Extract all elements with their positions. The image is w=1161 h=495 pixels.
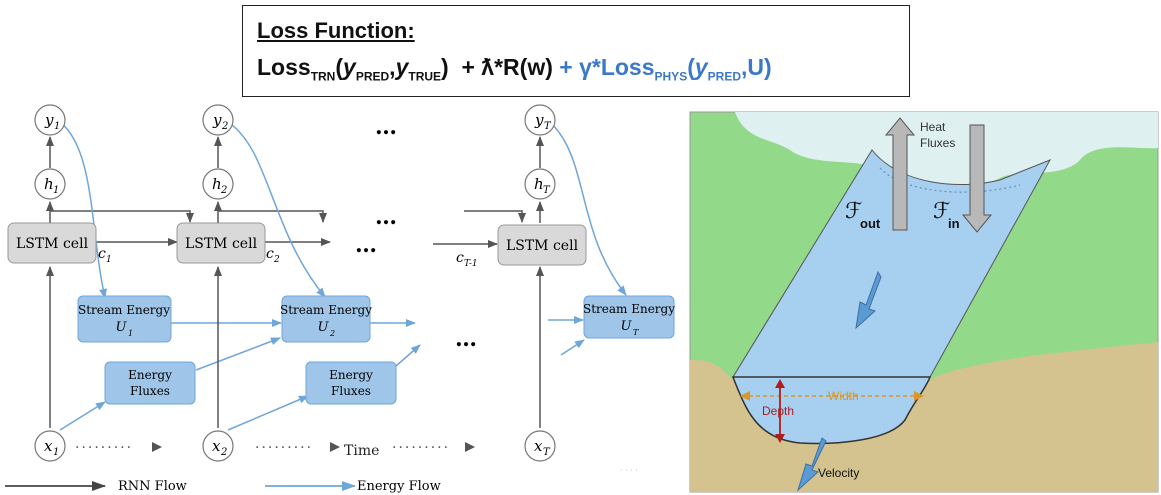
svg-text:LSTM cell: LSTM cell xyxy=(16,236,89,252)
svg-text:Fluxes: Fluxes xyxy=(130,384,170,398)
ellipsis: … xyxy=(375,204,397,230)
loss-title: Loss Function: xyxy=(257,18,415,43)
svg-text:U: U xyxy=(318,320,330,335)
svg-text:2: 2 xyxy=(220,185,227,196)
svg-text:c: c xyxy=(98,246,106,262)
svg-text:· · · ·: · · · · xyxy=(620,466,638,475)
svg-text:h: h xyxy=(534,175,544,193)
ellipsis: … xyxy=(455,326,477,352)
input-node-x1 xyxy=(34,430,66,462)
stream-illustration: Heat Fluxes ℱ out ℱ in Width Depth Veloc… xyxy=(689,111,1159,493)
svg-text:ℱ: ℱ xyxy=(845,199,862,224)
svg-text:Stream Energy: Stream Energy xyxy=(583,302,675,316)
ellipsis: … xyxy=(355,232,377,258)
hidden-node-hT xyxy=(524,168,556,200)
legend-energy-flow: Energy Flow xyxy=(357,479,441,494)
svg-text:T: T xyxy=(544,121,552,132)
svg-text:Depth: Depth xyxy=(762,404,794,418)
svg-text:2: 2 xyxy=(220,447,227,458)
hidden-node-h1 xyxy=(34,168,66,200)
ellipsis: … xyxy=(375,114,397,140)
stream-energy-2 xyxy=(281,295,371,343)
svg-text:·········: ········· xyxy=(75,440,133,456)
svg-text:2: 2 xyxy=(273,255,280,265)
output-node-yT xyxy=(524,104,556,136)
svg-text:U: U xyxy=(116,320,128,335)
svg-text:in: in xyxy=(948,216,960,231)
svg-text:c: c xyxy=(266,246,274,262)
svg-text:x: x xyxy=(44,437,53,455)
legend-rnn-flow: RNN Flow xyxy=(118,479,187,494)
svg-text:1: 1 xyxy=(106,255,112,265)
svg-text:T: T xyxy=(543,185,551,196)
input-node-xT xyxy=(524,430,556,462)
svg-text:T: T xyxy=(543,447,551,458)
lstm-cell-T xyxy=(497,224,587,266)
lstm-cell-2 xyxy=(176,222,266,264)
svg-text:LSTM cell: LSTM cell xyxy=(185,236,258,252)
svg-text:y: y xyxy=(44,111,54,129)
svg-text:Fluxes: Fluxes xyxy=(331,384,371,398)
svg-text:out: out xyxy=(860,216,881,231)
svg-text:ℱ: ℱ xyxy=(933,199,950,224)
svg-text:1: 1 xyxy=(53,447,59,458)
svg-text:c: c xyxy=(456,250,464,266)
lstm-cell-1 xyxy=(7,222,97,264)
hidden-node-h2 xyxy=(202,168,234,200)
svg-text:Time: Time xyxy=(344,443,379,459)
svg-text:Stream Energy: Stream Energy xyxy=(280,303,372,317)
physics-loss-term: + γ*LossPHYS(yPRED,U) xyxy=(552,54,772,84)
rnn-column-1: y 1 h 1 LSTM cell c 1 Stream Energy U 1 … xyxy=(7,104,282,462)
svg-text:x: x xyxy=(212,437,221,455)
legend: RNN Flow Energy Flow xyxy=(5,479,441,494)
svg-text:Width: Width xyxy=(828,389,859,403)
svg-text:LSTM cell: LSTM cell xyxy=(506,238,579,254)
loss-equation: LossTRN(yPRED,yTRUE) + ƛ*R(w) + γ*LossPH… xyxy=(257,54,772,84)
svg-text:1: 1 xyxy=(128,329,133,338)
svg-text:Velocity: Velocity xyxy=(818,466,859,480)
svg-text:1: 1 xyxy=(53,185,59,196)
svg-text:y: y xyxy=(212,111,222,129)
output-node-y1 xyxy=(34,104,66,136)
svg-text:T-1: T-1 xyxy=(464,259,478,269)
svg-text:y: y xyxy=(534,111,544,129)
rnn-column-2: y 2 h 2 LSTM cell c 2 Stream Energy U 2 … xyxy=(176,104,475,462)
svg-text:Fluxes: Fluxes xyxy=(920,136,955,150)
svg-text:h: h xyxy=(44,175,54,193)
svg-text:·········: ········· xyxy=(255,440,313,456)
svg-text:·········: ········· xyxy=(392,440,450,456)
svg-text:Energy: Energy xyxy=(128,368,172,382)
rnn-column-T: y T h T c T-1 LSTM cell Stream Energy U … xyxy=(433,104,675,462)
svg-text:U: U xyxy=(621,319,633,334)
loss-function-box: Loss Function: LossTRN(yPRED,yTRUE) + ƛ*… xyxy=(242,5,910,97)
svg-text:1: 1 xyxy=(54,121,60,132)
energy-fluxes-2 xyxy=(305,361,397,405)
output-node-y2 xyxy=(202,104,234,136)
stream-energy-T xyxy=(583,295,675,339)
svg-text:T: T xyxy=(633,328,639,337)
svg-text:Heat: Heat xyxy=(920,120,946,134)
stream-energy-1 xyxy=(77,295,172,343)
svg-text:2: 2 xyxy=(329,329,335,338)
input-node-x2 xyxy=(202,430,234,462)
svg-text:2: 2 xyxy=(221,121,228,132)
svg-text:h: h xyxy=(212,175,222,193)
svg-text:x: x xyxy=(534,437,543,455)
energy-fluxes-1 xyxy=(104,361,196,405)
svg-text:Energy: Energy xyxy=(329,368,373,382)
svg-text:Stream Energy: Stream Energy xyxy=(78,303,170,317)
